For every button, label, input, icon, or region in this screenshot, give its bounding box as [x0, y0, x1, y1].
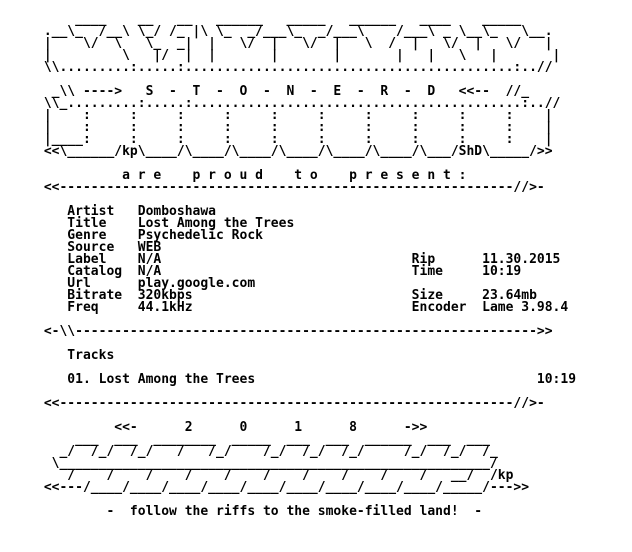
nfo-line: \_______________________________________…: [36, 456, 498, 471]
nfo-line: 01. Lost Among the Trees 10:19: [36, 372, 577, 387]
nfo-line: <<\______/kp\____/\____/\____/\____/\___…: [36, 144, 553, 159]
nfo-line: <<--------------------------------------…: [36, 180, 545, 195]
nfo-line: / / / / / / / / / / __/ /kp: [36, 468, 514, 483]
nfo-line: | : : : : : : : : : : |: [36, 120, 553, 135]
nfo-line: Tracks: [36, 348, 115, 363]
nfo-line: <<---/____/____/____/____/____/____/____…: [36, 480, 530, 495]
nfo-line: | : : : : : : : : : : |: [36, 108, 553, 123]
nfo-line: \\.........:.....:......................…: [36, 60, 553, 75]
nfo-line: .__\_ /__\ \_/ /_ |\ \_ _/___\_ _/___\ /…: [36, 24, 553, 39]
nfo-line: <<--------------------------------------…: [36, 396, 545, 411]
nfo-line: Url play.google.com: [36, 276, 256, 291]
nfo-line: <-\\------------------------------------…: [36, 324, 553, 339]
nfo-line: Label N/A Rip 11.30.2015: [36, 252, 561, 267]
nfo-line: a r e p r o u d t o p r e s e n t :: [36, 168, 467, 183]
nfo-line: Source WEB: [36, 240, 162, 255]
nfo-line: ___ ___ ________ _____ ___ ___ ______ __…: [36, 432, 490, 447]
nfo-line: Bitrate 320kbps Size 23.64mb: [36, 288, 537, 303]
nfo-line: Catalog N/A Time 10:19: [36, 264, 522, 279]
nfo-line: - follow the riffs to the smoke-filled l…: [36, 504, 483, 519]
nfo-line: _/ /_/ /_/ / /_/ /_/ /_/ /_/ /_/ /_/ /_: [36, 444, 498, 459]
nfo-line: \\_.........:.....:.....................…: [36, 96, 561, 111]
nfo-line: Title Lost Among the Trees: [36, 216, 295, 231]
nfo-line: _\\ ----> S - T - O - N - E - R - D <<--…: [36, 84, 530, 99]
nfo-line: <<- 2 0 1 8 ->>: [36, 420, 428, 435]
nfo-line: | \ |/ | | | | | | \ | |: [36, 48, 561, 63]
nfo-line: Artist Domboshawa: [36, 204, 217, 219]
nfo-line: Freq 44.1kHz Encoder Lame 3.98.4: [36, 300, 569, 315]
nfo-line: ____ __ __ ______ _____ ______ ____ ____…: [36, 12, 522, 27]
nfo-line: Genre Psychedelic Rock: [36, 228, 263, 243]
nfo-line: | \/ \ \_ _| | \/ | \/ | \ / | \/ | \/ |: [36, 36, 553, 51]
nfo-line: |____: : : : : : : : : : |: [36, 132, 553, 147]
